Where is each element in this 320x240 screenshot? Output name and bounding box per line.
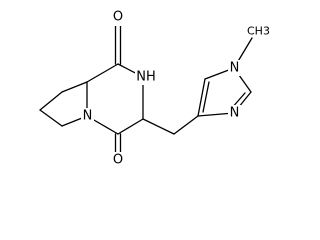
atom-o-top-label: O [113,10,123,25]
bond-ring-c3-c4 [117,118,144,135]
atom-nh-label: NH [136,70,156,85]
atom-n-methyl-label: N [230,61,240,76]
atom-o-bottom: O [111,152,125,168]
bond-pyrrolidine-4 [39,109,63,127]
atom-methyl-label: CH3 [247,25,270,38]
structure-diagram: O NH N O N CH3 N [39,10,270,168]
atom-o-bottom-label: O [113,153,123,168]
atom-n-ring-label: N [83,109,93,124]
atom-n-ring: N [81,108,94,124]
bond-pyrrolidine-5 [39,91,63,111]
bond-pyrrolidine-1 [61,81,88,93]
atom-nh: NH [135,69,157,85]
bond-ch2-imidazole [173,115,199,135]
atom-o-top: O [111,10,125,26]
bond-ring-c8a-c1 [86,63,119,83]
atom-n-methyl: N [228,60,241,76]
bond-imid-c4-c5 [197,78,206,117]
bond-imid-c4-c5-inner [202,81,210,113]
bond-c3-ch2 [142,118,175,135]
atom-n-imidazole: N [228,105,241,121]
atom-methyl: CH3 [247,25,270,38]
atom-n-imidazole-label: N [230,106,240,121]
